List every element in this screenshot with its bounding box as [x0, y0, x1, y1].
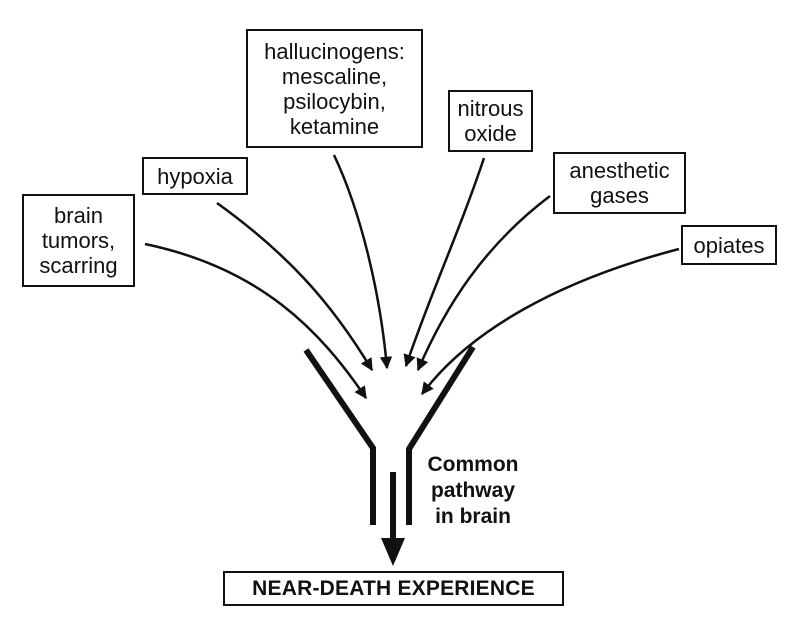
cause-text: psilocybin, [283, 88, 386, 114]
outcome-box: NEAR-DEATH EXPERIENCE [223, 571, 564, 606]
cause-text: gases [590, 183, 649, 208]
funnel-right-wall [406, 345, 476, 525]
cause-text: opiates [693, 232, 765, 258]
cause-box-nitrous-oxide: nitrous oxide [448, 90, 533, 152]
pathway-label-line: Common [427, 453, 519, 476]
cause-text: tumors, [41, 228, 116, 253]
funnel-left-wall [303, 348, 376, 525]
cause-box-hallucinogens: hallucinogens: mescaline, psilocybin, ke… [246, 29, 423, 148]
cause-text: scarring [39, 253, 118, 278]
cause-box-anesthetic-gases: anesthetic gases [553, 152, 686, 214]
pathway-label: Common pathway in brain [412, 452, 534, 530]
cause-text: hypoxia [157, 163, 233, 189]
arrow-opiates [421, 247, 680, 395]
cause-text: nitrous [457, 96, 524, 121]
outcome-text: NEAR-DEATH EXPERIENCE [252, 576, 535, 600]
cause-box-brain-tumors: brain tumors, scarring [22, 194, 135, 287]
pathway-label-line: in brain [435, 505, 511, 528]
pathway-label-line: pathway [430, 479, 516, 502]
cause-box-hypoxia: hypoxia [142, 157, 248, 195]
pathway-arrow-head [381, 538, 405, 566]
arrow-hypoxia [216, 201, 374, 372]
arrow-brain-tumors [144, 242, 368, 400]
arrow-anesthetic-gases [416, 195, 551, 372]
cause-box-opiates: opiates [681, 225, 777, 265]
cause-text: hallucinogens: [264, 38, 405, 64]
cause-text: brain [54, 203, 103, 228]
cause-text: anesthetic [569, 158, 670, 183]
cause-text: oxide [464, 121, 517, 146]
arrow-hallucinogens [332, 154, 393, 370]
arrow-nitrous-oxide [403, 157, 486, 368]
cause-text: mescaline, [281, 63, 388, 89]
cause-text: ketamine [289, 113, 380, 139]
